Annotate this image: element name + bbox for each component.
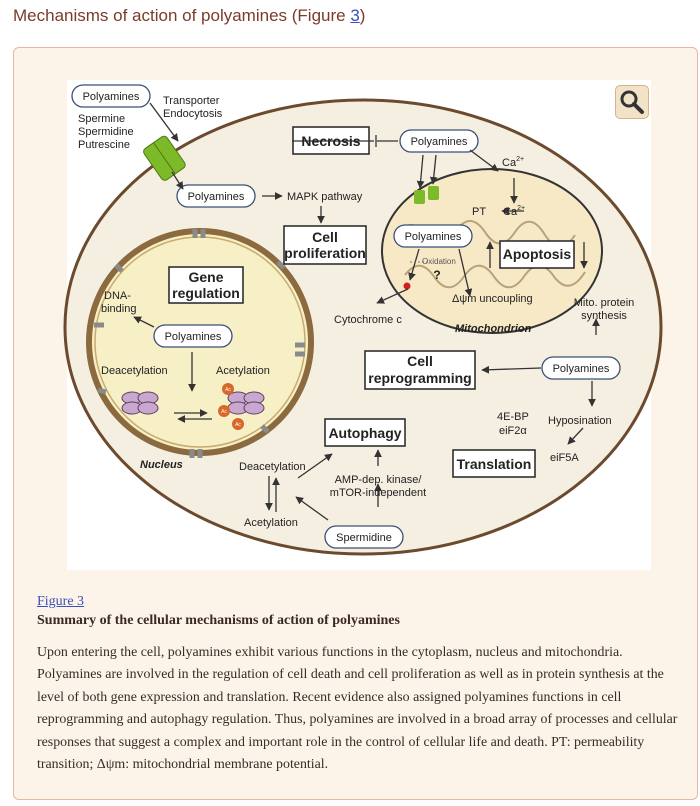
nuclear-pores — [94, 229, 305, 458]
gene-regulation-box — [168, 266, 244, 304]
translation-box — [452, 449, 536, 478]
eif2a-label: eiF2α — [499, 425, 527, 437]
hyposination-label: Hyposination — [548, 415, 612, 427]
spermidine-pill — [324, 525, 404, 549]
mitochondrion-label: Mitochondrion — [455, 323, 532, 335]
mito-transporter-2 — [428, 186, 439, 200]
e4bp-label: 4E-BP — [497, 411, 529, 423]
polyamines-pill-right — [541, 356, 621, 380]
zoom-button[interactable] — [615, 85, 649, 119]
acetylation-nucleus-label: Acetylation — [216, 365, 270, 377]
deacetylation-nucleus-label: Deacetylation — [101, 365, 168, 377]
figure-caption-link[interactable]: Figure 3 — [37, 594, 85, 609]
magnifier-icon — [620, 90, 644, 114]
acetylation-autophagy-label: Acetylation — [244, 517, 298, 529]
mapk-label: MAPK pathway — [287, 191, 363, 203]
polyamines-label-nucleus: Polyamines — [165, 331, 222, 343]
polyamines-pill-mapk — [176, 184, 256, 208]
transporter-channel — [143, 135, 186, 181]
polyamine-diagram: Ac Ac Ac — [63, 84, 663, 556]
spermine-label: Spermine — [78, 113, 125, 125]
ampk-label-2: mTOR-independent — [330, 487, 426, 499]
polyamines-pill-mito — [393, 224, 473, 248]
oxidation-label: Oxidation — [422, 257, 456, 266]
cell-proliferation-label-2: proliferation — [284, 245, 366, 261]
eif5a-label: eiF5A — [550, 452, 579, 464]
polyamines-label-top: Polyamines — [83, 91, 140, 103]
mito-transporter-1 — [414, 190, 425, 204]
mito-protein-label-2: synthesis — [581, 310, 627, 322]
histone-left — [121, 391, 159, 415]
apoptosis-label: Apoptosis — [503, 246, 572, 262]
pt-label: PT — [472, 206, 486, 218]
gene-regulation-label-2: regulation — [172, 285, 240, 301]
endocytosis-label: Endocytosis — [163, 108, 223, 120]
ca-mito-label: Ca2+ — [503, 205, 525, 218]
dna-binding-label-1: DNA- — [104, 290, 131, 302]
cell-reprogramming-label-1: Cell — [407, 353, 433, 369]
polyamines-label-mapk: Polyamines — [188, 191, 245, 203]
spermidine-label: Spermidine — [78, 126, 134, 138]
cell-proliferation-box — [283, 225, 367, 265]
translation-label: Translation — [457, 456, 532, 472]
question-mark: ? — [433, 268, 440, 282]
cytochrome-dot — [403, 282, 411, 290]
putrescine-label: Putrescine — [78, 139, 130, 151]
deacetylation-autophagy-label: Deacetylation — [239, 461, 306, 473]
dpsi-label: Δψm uncoupling — [452, 293, 533, 305]
necrosis-label: Necrosis — [301, 133, 360, 149]
transporter-label: Transporter — [163, 95, 220, 107]
svg-text:Ac: Ac — [225, 387, 231, 393]
polyamines-pill-nucleus — [153, 324, 233, 348]
polyamines-pill-necrosis — [399, 129, 479, 153]
mito-protein-label-1: Mito. protein — [574, 297, 635, 309]
polyamines-label-right: Polyamines — [553, 363, 610, 375]
ampk-label-1: AMP-dep. kinase/ — [335, 474, 423, 486]
figure-ref-link[interactable]: 3 — [350, 6, 360, 25]
gene-regulation-label-1: Gene — [188, 269, 223, 285]
apoptosis-box — [499, 240, 575, 269]
dna-binding-label-2: binding — [101, 303, 136, 315]
spermidine-bottom-label: Spermidine — [336, 532, 392, 544]
figure-caption-title: Summary of the cellular mechanisms of ac… — [37, 613, 400, 628]
polyamines-label-mito: Polyamines — [405, 231, 462, 243]
cell-reprogramming-box — [364, 350, 476, 390]
histone-right — [227, 391, 265, 415]
svg-text:Ac: Ac — [221, 409, 227, 415]
cell-reprogramming-label-2: reprogramming — [368, 370, 471, 386]
nucleus-label: Nucleus — [140, 459, 183, 471]
figure-caption-body: Upon entering the cell, polyamines exhib… — [37, 645, 678, 773]
cytochrome-label: Cytochrome c — [334, 314, 402, 326]
cell-proliferation-label-1: Cell — [312, 229, 338, 245]
polyamines-pill-top — [71, 84, 151, 108]
ac-groups — [218, 383, 244, 430]
polyamines-label-necrosis: Polyamines — [411, 136, 468, 148]
autophagy-label: Autophagy — [328, 425, 401, 441]
svg-text:Ac: Ac — [235, 422, 241, 428]
page-title: Mechanisms of action of polyamines (Figu… — [13, 6, 366, 25]
ca-top-label: Ca2+ — [502, 156, 524, 169]
autophagy-box — [324, 418, 406, 447]
